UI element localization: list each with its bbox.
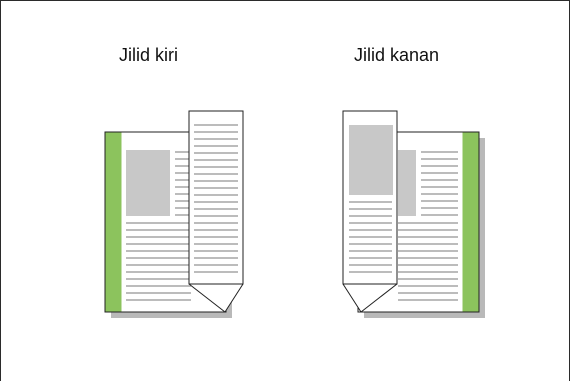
left-binding-booklet-icon <box>105 111 243 318</box>
right-foldout-image-block <box>349 125 393 195</box>
left-image-block <box>126 150 170 216</box>
left-binding-strip <box>106 133 122 312</box>
right-binding-booklet-icon <box>343 111 485 318</box>
right-binding-strip <box>463 133 479 312</box>
right-image-block-under <box>398 150 416 216</box>
